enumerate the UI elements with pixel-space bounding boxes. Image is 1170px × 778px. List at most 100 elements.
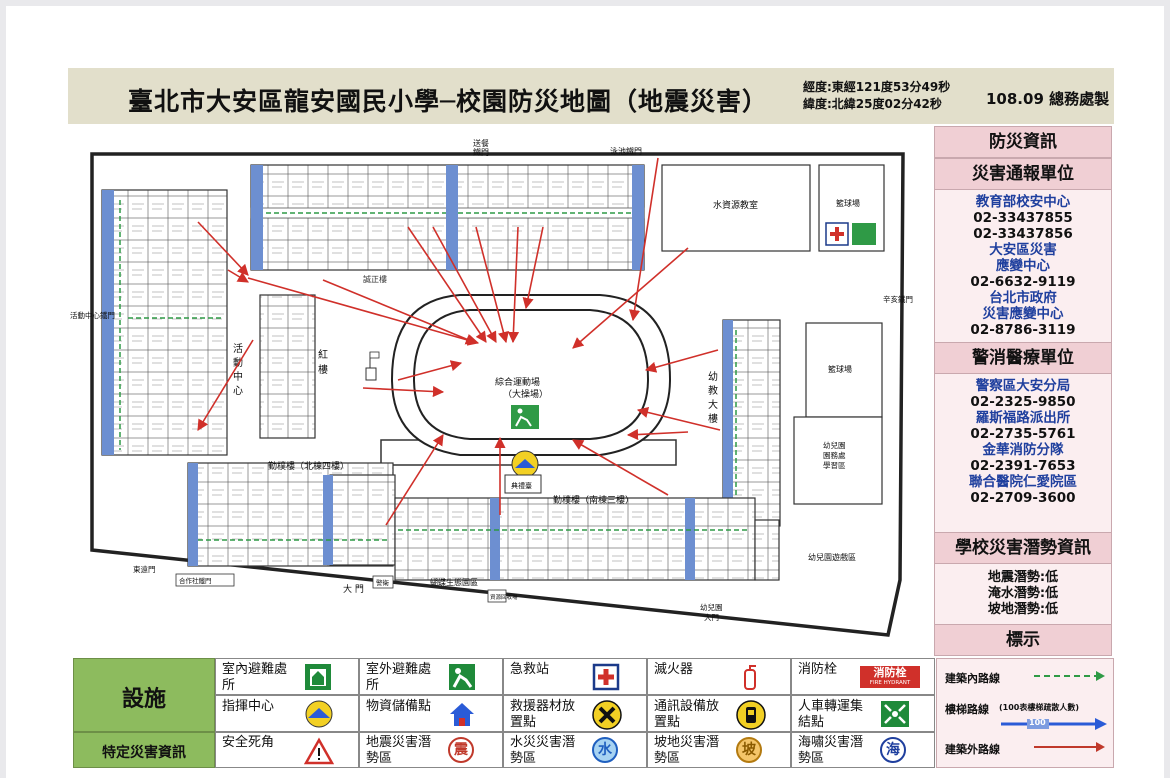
phone-number: 02-33437856 <box>973 226 1073 242</box>
special-label-cell: 特定災害資訊 <box>73 732 215 768</box>
route-legend: 建築內路線 樓梯路線 (100表樓梯疏散人數) 100 建築外路線 <box>936 658 1114 768</box>
legend-item: 指揮中心 <box>215 695 359 732</box>
label-youjiao-1: 幼 <box>708 370 718 383</box>
legend-item: 室內避難處所 <box>215 658 359 695</box>
label-chengzheng: 誠正樓 <box>363 274 387 284</box>
legend-item-label: 消防栓 <box>798 662 838 677</box>
gate-bottom-left: 東遠門 <box>133 564 156 574</box>
legend-item: 救援器材放置點 <box>503 695 647 732</box>
org-name: 大安區災害 <box>989 242 1057 258</box>
legend-item-label: 急救站 <box>510 662 550 677</box>
route-indoor-label: 建築內路線 <box>945 672 1000 685</box>
phone-number: 02-8786-3119 <box>970 322 1076 338</box>
first-aid-icon <box>592 663 620 691</box>
risk-item: 坡地潛勢:低 <box>987 602 1059 617</box>
zone-glyph: 坡 <box>736 737 762 763</box>
legend-item: 物資儲備點 <box>359 695 503 732</box>
legend-item: 滅火器 <box>647 658 791 695</box>
special-legend-label: 地震災害潛勢區 <box>366 735 432 766</box>
slope-zone-icon: 坡 <box>736 737 764 765</box>
earthquake-zone-icon: 震 <box>448 737 476 765</box>
playground-track <box>390 294 672 456</box>
label-shelter: 典禮臺 <box>511 481 532 490</box>
fire-extinguisher-icon <box>736 663 764 691</box>
phone-number: 02-6632-9119 <box>970 274 1076 290</box>
longitude-text: 經度:東經121度53分49秒 <box>803 80 951 94</box>
phone-number: 02-2735-5761 <box>970 426 1076 442</box>
org-name: 聯合醫院仁愛院區 <box>969 474 1077 490</box>
legend-item-label: 室外避難處所 <box>366 662 432 693</box>
campus-map: 誠正樓 活 動 中 心 紅 樓 水資源教室 籃球場 <box>70 138 913 637</box>
risk-item: 淹水潛勢:低 <box>987 586 1059 601</box>
label-playground-1: 綜合運動場 <box>495 376 540 388</box>
water-classroom <box>661 164 811 252</box>
communication-equipment-icon <box>736 700 766 730</box>
label-red-2: 樓 <box>318 363 328 376</box>
label-activity-4: 心 <box>233 385 243 397</box>
gate-right: 辛亥鐵門 <box>883 294 913 304</box>
label-kindergarten-play: 幼兒園遊戲區 <box>808 552 856 562</box>
special-legend-item: 地震災害潛勢區震 <box>359 732 503 768</box>
gate-main: 大 門 <box>343 583 364 595</box>
label-kinder-1: 幼兒園 <box>823 440 846 450</box>
label-ecology: 蝴蝶生態園區 <box>430 577 478 587</box>
zone-glyph: 震 <box>448 737 474 763</box>
special-legend-label: 海嘯災害潛勢區 <box>798 735 864 766</box>
header-bar: 臺北市大安區龍安國民小學─校園防災地圖（地震災害） 經度:東經121度53分49… <box>68 68 1114 124</box>
special-legend-item: 坡地災害潛勢區坡 <box>647 732 791 768</box>
special-legend-label: 水災災害潛勢區 <box>510 735 576 766</box>
label-playground-2: （大操場） <box>503 388 548 400</box>
activity-center-building <box>101 189 228 456</box>
gate-left: 活動中心鐵門 <box>70 310 115 320</box>
org-name: 金華消防分隊 <box>982 442 1064 458</box>
special-legend-label: 坡地災害潛勢區 <box>654 735 720 766</box>
label-kinder-2: 園務處 <box>823 450 846 460</box>
route-stairs-note: (100表樓梯疏散人數) <box>999 703 1080 712</box>
facilities-label: 設施 <box>121 687 166 712</box>
label-water-classroom: 水資源教室 <box>713 199 758 211</box>
legend-title: 標示 <box>934 624 1112 656</box>
chengzheng-building <box>250 164 645 271</box>
label-youjiao-2: 教 <box>708 384 718 397</box>
gate-top-1: 送餐 <box>473 138 489 148</box>
supply-storage-icon <box>448 700 476 728</box>
label-youjiao-4: 樓 <box>708 412 718 425</box>
info-title: 防災資訊 <box>934 126 1112 158</box>
label-activity-1: 活 <box>233 343 243 355</box>
phone-number: 02-2391-7653 <box>970 458 1076 474</box>
maker-text: 108.09 總務處製 <box>986 90 1110 108</box>
route-outdoor-label: 建築外路線 <box>945 743 1000 756</box>
youjiao-building <box>722 319 781 527</box>
route-outdoor-line <box>1034 742 1105 752</box>
org-name: 災害應變中心 <box>982 306 1064 322</box>
org-name: 教育部校安中心 <box>975 194 1071 210</box>
zone-glyph: 水 <box>592 737 618 763</box>
legend-item-label: 滅火器 <box>654 662 694 677</box>
special-legend-item: 安全死角 <box>215 732 359 768</box>
danger-triangle-icon <box>303 737 335 765</box>
label-activity-3: 中 <box>233 370 243 383</box>
org-name: 應變中心 <box>996 258 1050 274</box>
evacuation-routes <box>197 157 721 526</box>
gate-kindergarten-2: 大門 <box>704 612 719 622</box>
route-indoor-line <box>1034 671 1105 681</box>
gate-top-2: 鐵門 <box>473 147 489 157</box>
zone-glyph: 海 <box>880 737 906 763</box>
label-basketball-right: 籃球場 <box>828 364 852 374</box>
phone-number: 02-33437855 <box>973 210 1073 226</box>
route-stairs-label: 樓梯路線 <box>945 703 989 716</box>
risk-item: 地震潛勢:低 <box>987 570 1059 585</box>
label-kinder-3: 學習區 <box>823 460 846 470</box>
phone-number: 02-2325-9850 <box>970 394 1076 410</box>
red-building <box>259 294 316 439</box>
legend-item: 室外避難處所 <box>359 658 503 695</box>
special-legend-item: 海嘯災害潛勢區海 <box>791 732 935 768</box>
label-guard: 警衛 <box>376 578 390 587</box>
label-small-gate: 合作社鐵門 <box>179 576 212 585</box>
label-qinpu-south: 勤樸樓（南棟三樓） <box>553 494 634 506</box>
legend-item-label: 人車轉運集結點 <box>798 699 864 730</box>
indoor-shelter-icon <box>304 663 332 691</box>
org-name: 羅斯福路派出所 <box>975 410 1071 426</box>
